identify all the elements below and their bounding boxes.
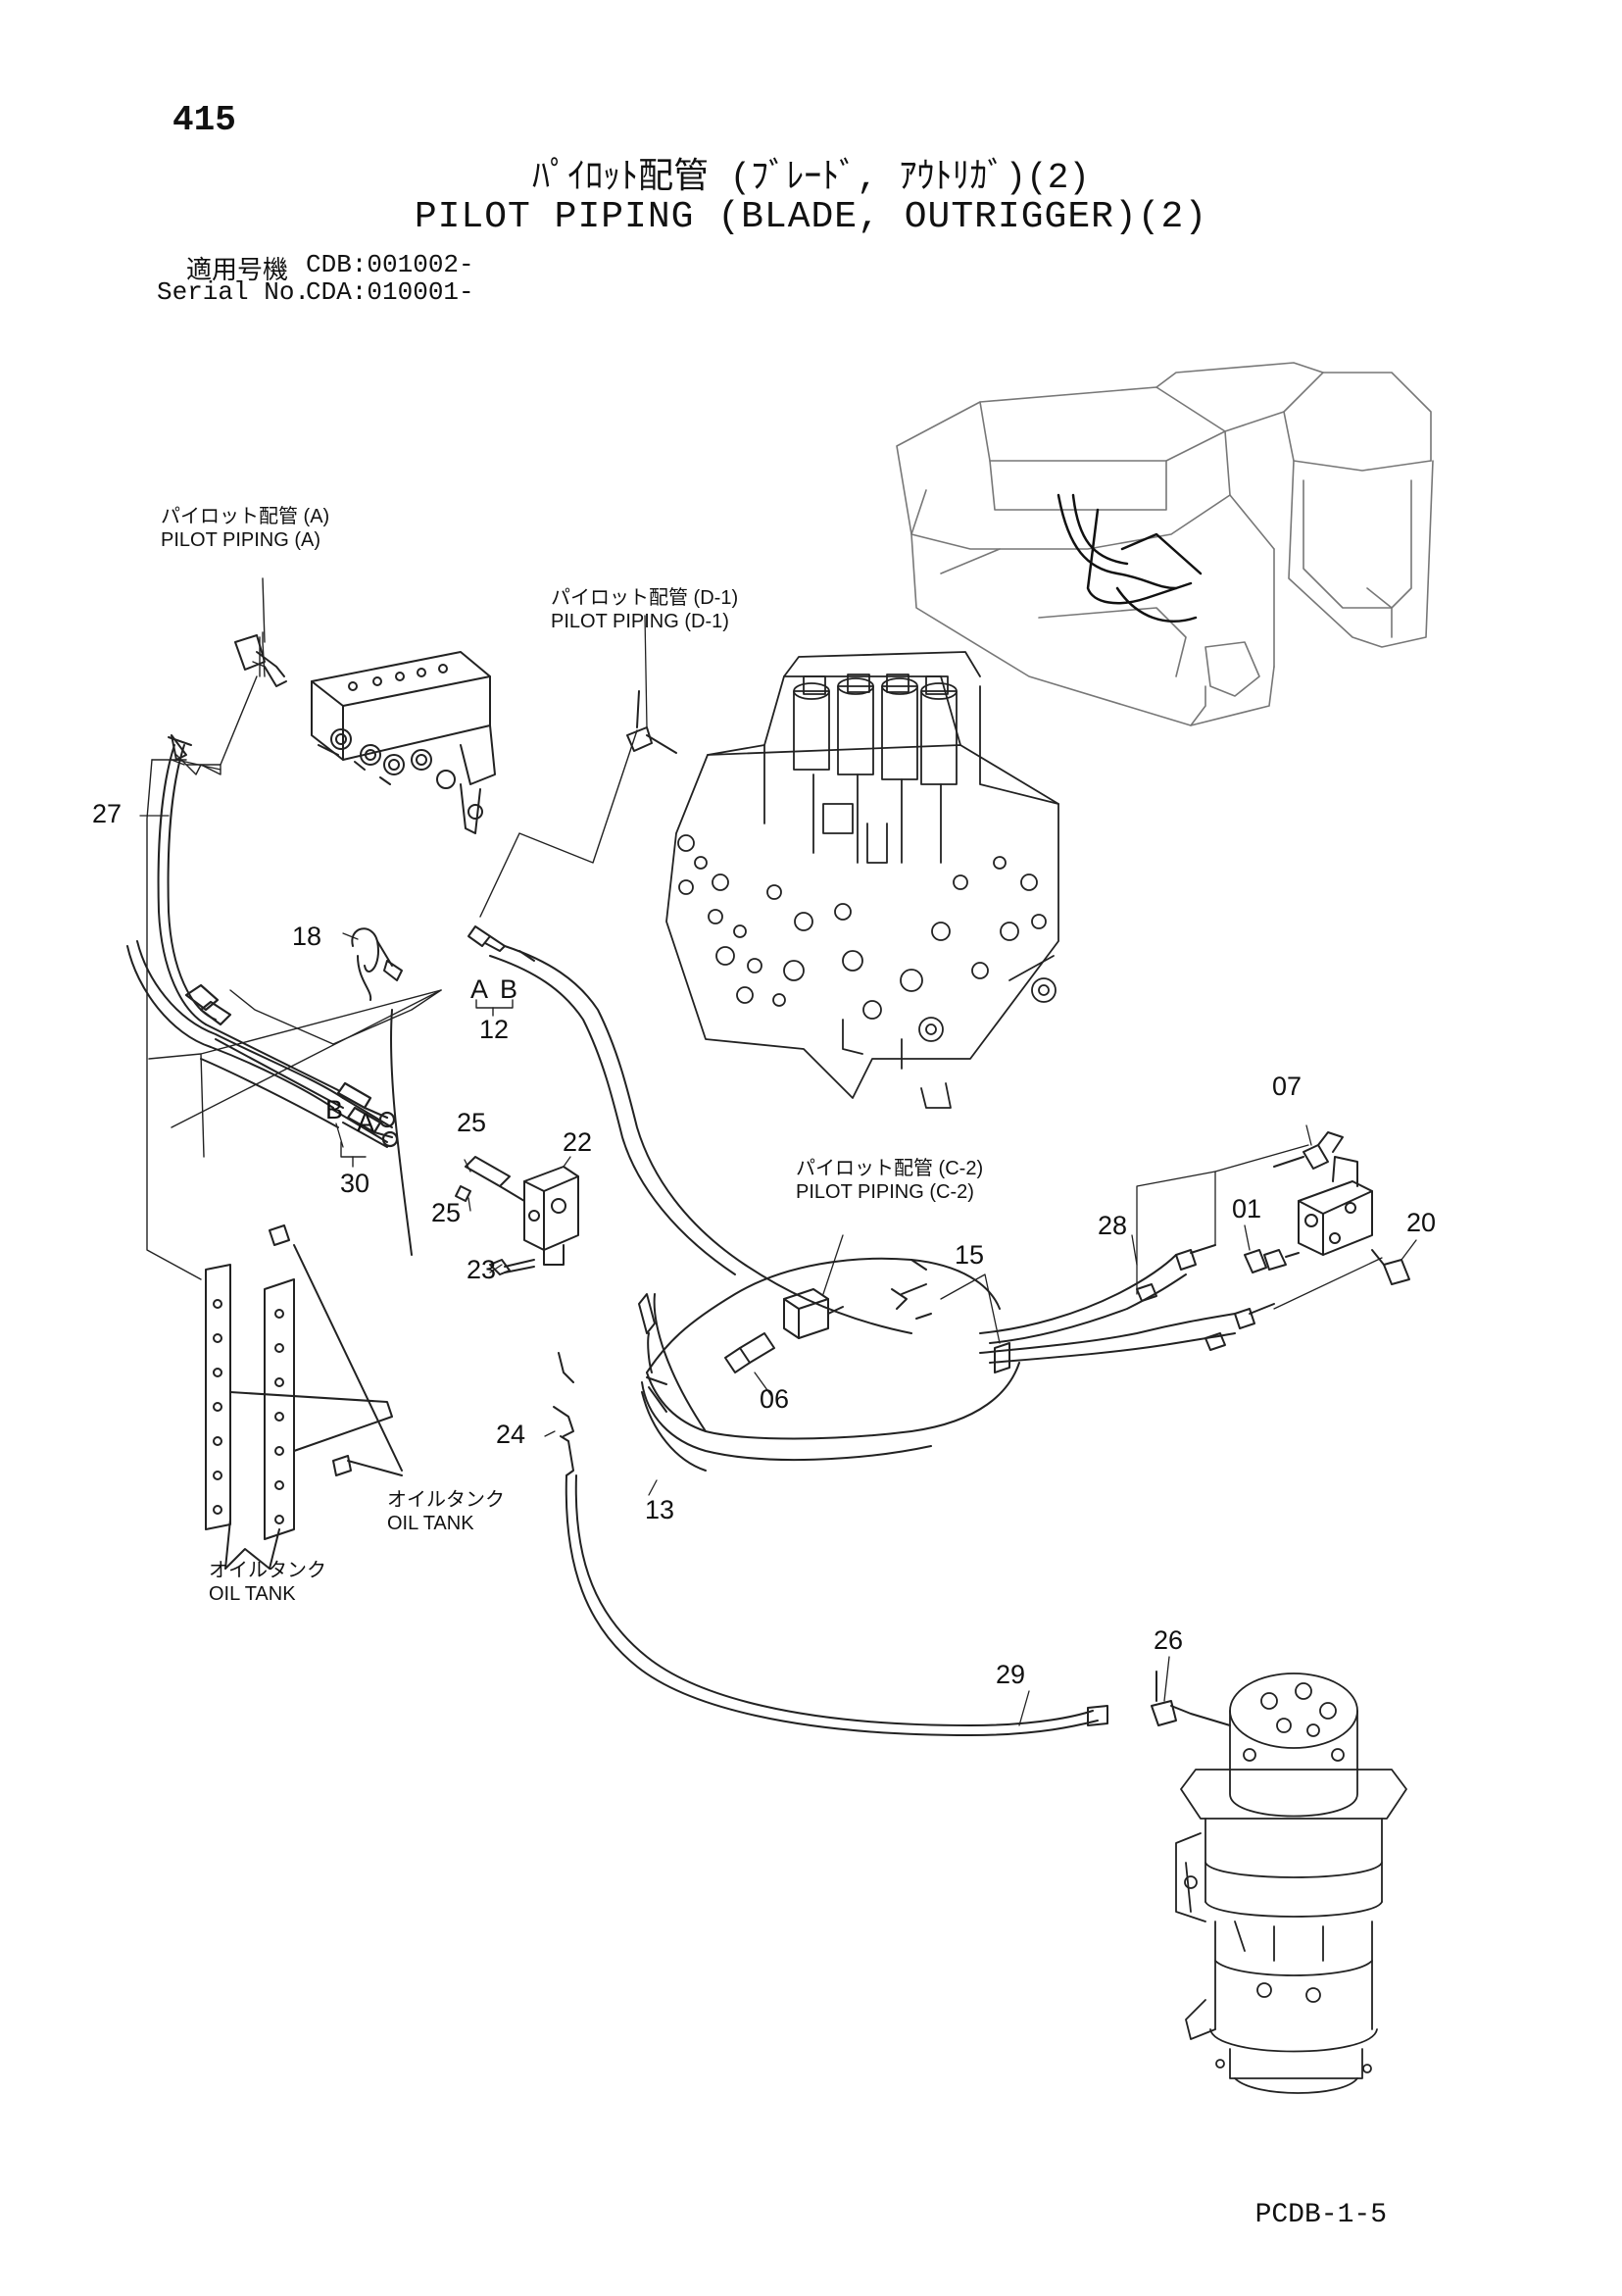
hose-18 bbox=[352, 928, 412, 1255]
drawing-code: PCDB-1-5 bbox=[1254, 2200, 1387, 2230]
bolt-23 bbox=[490, 1260, 534, 1274]
pilot-valve-block bbox=[312, 652, 495, 833]
callout-25-lower: 25 bbox=[431, 1198, 462, 1227]
hose-27 bbox=[159, 735, 216, 1024]
callout-a-upper: A bbox=[470, 974, 489, 1004]
fitting-06 bbox=[725, 1333, 774, 1373]
ref-pilot-a-jp: パイロット配管 (A) bbox=[161, 506, 330, 527]
oil-tank-rails bbox=[206, 1225, 402, 1569]
leader-lines-right bbox=[1137, 1145, 1382, 1309]
pilot-a-fitting bbox=[235, 635, 286, 686]
fitting-01 bbox=[1245, 1250, 1299, 1273]
excavator-machine-illustration bbox=[897, 363, 1433, 725]
callout-07: 07 bbox=[1272, 1072, 1303, 1101]
callout-06: 06 bbox=[760, 1384, 790, 1414]
ref-pilot-d1-jp: パイロット配管 (D-1) bbox=[551, 587, 739, 609]
hose-bundle-main bbox=[127, 941, 392, 1147]
callout-18: 18 bbox=[292, 922, 322, 951]
ref-oil-tank-2-jp: オイルタンク bbox=[209, 1560, 326, 1581]
callout-12: 12 bbox=[479, 1015, 510, 1044]
c2-block bbox=[784, 1289, 843, 1338]
ref-pilot-c2-en: PILOT PIPING (C-2) bbox=[796, 1181, 974, 1203]
hose-12 bbox=[468, 926, 911, 1333]
callout-29: 29 bbox=[996, 1660, 1026, 1689]
leader-lines bbox=[147, 632, 637, 1279]
d1-fitting bbox=[627, 691, 676, 753]
ref-oil-tank-1-en: OIL TANK bbox=[387, 1513, 474, 1534]
fitting-07 bbox=[1274, 1132, 1343, 1169]
ab-brackets bbox=[341, 1000, 513, 1167]
serial-label: Serial No. bbox=[157, 277, 311, 307]
callout-13: 13 bbox=[645, 1495, 675, 1524]
fitting-20 bbox=[1372, 1250, 1409, 1284]
ref-oil-tank-2-en: OIL TANK bbox=[209, 1583, 296, 1605]
hose-13 bbox=[639, 1259, 1019, 1471]
applicable-value: CDB:001002- bbox=[306, 250, 474, 279]
callout-22: 22 bbox=[563, 1127, 593, 1157]
hose-bundle-right bbox=[892, 1245, 1274, 1373]
ref-oil-tank-1-jp: オイルタンク bbox=[387, 1489, 505, 1511]
callout-26: 26 bbox=[1154, 1625, 1184, 1655]
applicable-label: 適用号機 bbox=[186, 257, 289, 286]
callout-leaders bbox=[140, 616, 1416, 1725]
ref-pilot-c2-jp: パイロット配管 (C-2) bbox=[796, 1158, 984, 1179]
callout-30: 30 bbox=[340, 1169, 370, 1198]
callout-23: 23 bbox=[467, 1255, 497, 1284]
callout-b-upper: B bbox=[500, 974, 518, 1004]
pilot-a-leader bbox=[263, 578, 265, 642]
ref-pilot-a-en: PILOT PIPING (A) bbox=[161, 529, 320, 551]
serial-value: CDA:010001- bbox=[306, 277, 474, 307]
callout-27: 27 bbox=[92, 799, 123, 828]
title-japanese: ﾊﾟｲﾛｯﾄ配管 (ﾌﾞﾚｰﾄﾞ, ｱｳﾄﾘｶﾞ)(2) bbox=[532, 158, 1090, 198]
fitting-bundle-joints bbox=[186, 985, 397, 1146]
callout-24: 24 bbox=[496, 1420, 526, 1449]
callout-01: 01 bbox=[1232, 1194, 1262, 1223]
callout-b-lower: B bbox=[325, 1095, 344, 1124]
title-english: PILOT PIPING (BLADE, OUTRIGGER)(2) bbox=[414, 196, 1208, 238]
callout-20: 20 bbox=[1406, 1208, 1437, 1237]
swivel-joint bbox=[1176, 1673, 1406, 2093]
page-number: 415 bbox=[172, 100, 236, 140]
ref-pilot-d1-en: PILOT PIPING (D-1) bbox=[551, 611, 729, 632]
pilot-block-01 bbox=[1299, 1157, 1372, 1255]
hose-24-29 bbox=[554, 1353, 1107, 1735]
callout-28: 28 bbox=[1098, 1211, 1128, 1240]
callout-a-lower: A bbox=[357, 1108, 375, 1137]
control-valve bbox=[666, 652, 1058, 1108]
callout-25-upper: 25 bbox=[457, 1108, 487, 1137]
fitting-26 bbox=[1152, 1672, 1230, 1725]
callout-15: 15 bbox=[955, 1240, 985, 1270]
shuttle-valve-22 bbox=[456, 1157, 578, 1265]
machine-internal-harness bbox=[1058, 495, 1201, 622]
